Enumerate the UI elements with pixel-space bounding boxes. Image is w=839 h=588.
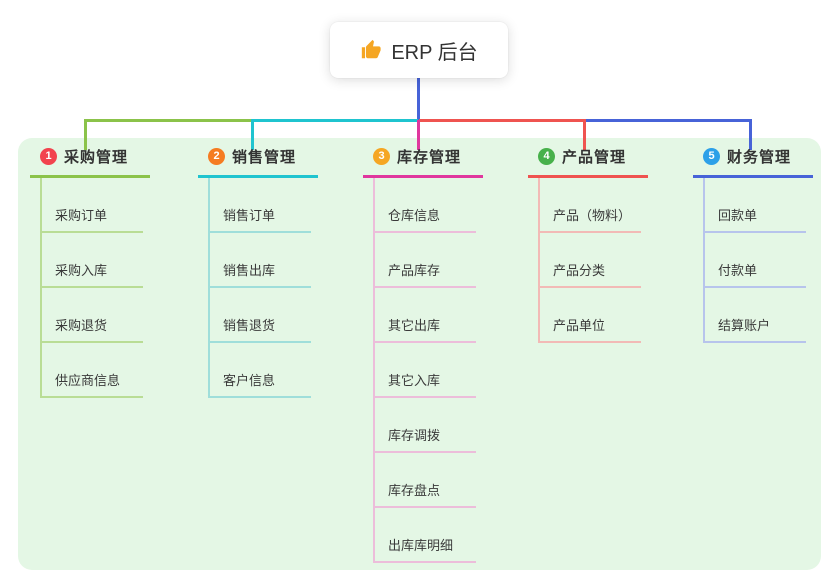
- child-node[interactable]: 库存调拨: [373, 398, 483, 453]
- child-node[interactable]: 客户信息: [208, 343, 318, 398]
- thumbs-up-icon: [360, 39, 382, 61]
- branch-label: 库存管理: [397, 149, 462, 166]
- branch-label: 财务管理: [727, 149, 792, 166]
- branch-children: 销售订单 销售出库 销售退货 客户信息: [208, 178, 318, 398]
- child-node[interactable]: 销售出库: [208, 233, 318, 288]
- drop-line-branch1: [84, 119, 87, 150]
- child-label: 仓库信息: [373, 205, 476, 233]
- branch-sales: 2 销售管理 销售订单 销售出库 销售退货 客户信息: [198, 146, 318, 398]
- branch-label: 产品管理: [562, 149, 627, 166]
- drop-line-branch4: [583, 119, 586, 150]
- branch-number-badge: 2: [208, 148, 225, 165]
- child-label: 产品单位: [538, 315, 641, 343]
- child-node[interactable]: 产品（物料）: [538, 178, 648, 233]
- child-label: 库存盘点: [373, 480, 476, 508]
- child-label: 结算账户: [703, 315, 806, 343]
- child-label: 采购订单: [40, 205, 143, 233]
- child-label: 产品（物料）: [538, 205, 641, 233]
- branch-node-inventory[interactable]: 3 库存管理: [363, 146, 483, 178]
- branch-children: 产品（物料） 产品分类 产品单位: [538, 178, 648, 343]
- child-node[interactable]: 其它出库: [373, 288, 483, 343]
- child-label: 付款单: [703, 260, 806, 288]
- child-label: 回款单: [703, 205, 806, 233]
- child-node[interactable]: 产品库存: [373, 233, 483, 288]
- child-label: 销售订单: [208, 205, 311, 233]
- drop-line-branch5: [749, 119, 752, 150]
- branch-number-badge: 4: [538, 148, 555, 165]
- child-node[interactable]: 其它入库: [373, 343, 483, 398]
- child-node[interactable]: 供应商信息: [40, 343, 150, 398]
- child-label: 销售出库: [208, 260, 311, 288]
- drop-line-branch2: [251, 119, 254, 150]
- root-title: ERP 后台: [391, 41, 478, 64]
- child-node[interactable]: 仓库信息: [373, 178, 483, 233]
- child-label: 客户信息: [208, 370, 311, 398]
- branch-inventory: 3 库存管理 仓库信息 产品库存 其它出库 其它入库 库存调拨 库存盘点 出库库…: [363, 146, 483, 563]
- child-label: 出库库明细: [373, 535, 476, 563]
- child-node[interactable]: 库存盘点: [373, 453, 483, 508]
- child-label: 其它入库: [373, 370, 476, 398]
- drop-line-branch3: [417, 120, 420, 150]
- branch-children: 采购订单 采购入库 采购退货 供应商信息: [40, 178, 150, 398]
- child-node[interactable]: 回款单: [703, 178, 813, 233]
- branch-finance: 5 财务管理 回款单 付款单 结算账户: [693, 146, 813, 343]
- bus-line-branch4: [419, 119, 584, 122]
- child-node[interactable]: 采购订单: [40, 178, 150, 233]
- bus-line-branch5: [583, 119, 751, 122]
- child-label: 产品分类: [538, 260, 641, 288]
- child-node[interactable]: 产品单位: [538, 288, 648, 343]
- branch-node-finance[interactable]: 5 财务管理: [693, 146, 813, 178]
- mindmap-background-panel: [18, 138, 821, 570]
- branch-number-badge: 3: [373, 148, 390, 165]
- branch-number-badge: 5: [703, 148, 720, 165]
- branch-label: 采购管理: [64, 149, 129, 166]
- child-label: 其它出库: [373, 315, 476, 343]
- bus-line-branch1: [84, 119, 252, 122]
- branch-node-purchase[interactable]: 1 采购管理: [30, 146, 150, 178]
- root-connector-line: [417, 78, 420, 120]
- branch-node-sales[interactable]: 2 销售管理: [198, 146, 318, 178]
- branch-children: 回款单 付款单 结算账户: [703, 178, 813, 343]
- bus-line-branch2: [251, 119, 418, 122]
- branch-children: 仓库信息 产品库存 其它出库 其它入库 库存调拨 库存盘点 出库库明细: [373, 178, 483, 563]
- root-node[interactable]: ERP 后台: [330, 22, 508, 78]
- child-label: 产品库存: [373, 260, 476, 288]
- child-node[interactable]: 采购退货: [40, 288, 150, 343]
- child-label: 采购入库: [40, 260, 143, 288]
- child-label: 销售退货: [208, 315, 311, 343]
- branch-label: 销售管理: [232, 149, 297, 166]
- child-node[interactable]: 出库库明细: [373, 508, 483, 563]
- child-label: 供应商信息: [40, 370, 143, 398]
- child-node[interactable]: 销售退货: [208, 288, 318, 343]
- child-node[interactable]: 采购入库: [40, 233, 150, 288]
- branch-number-badge: 1: [40, 148, 57, 165]
- child-node[interactable]: 结算账户: [703, 288, 813, 343]
- branch-purchase: 1 采购管理 采购订单 采购入库 采购退货 供应商信息: [30, 146, 150, 398]
- branch-product: 4 产品管理 产品（物料） 产品分类 产品单位: [528, 146, 648, 343]
- child-node[interactable]: 销售订单: [208, 178, 318, 233]
- child-node[interactable]: 产品分类: [538, 233, 648, 288]
- branch-node-product[interactable]: 4 产品管理: [528, 146, 648, 178]
- child-label: 采购退货: [40, 315, 143, 343]
- child-node[interactable]: 付款单: [703, 233, 813, 288]
- child-label: 库存调拨: [373, 425, 476, 453]
